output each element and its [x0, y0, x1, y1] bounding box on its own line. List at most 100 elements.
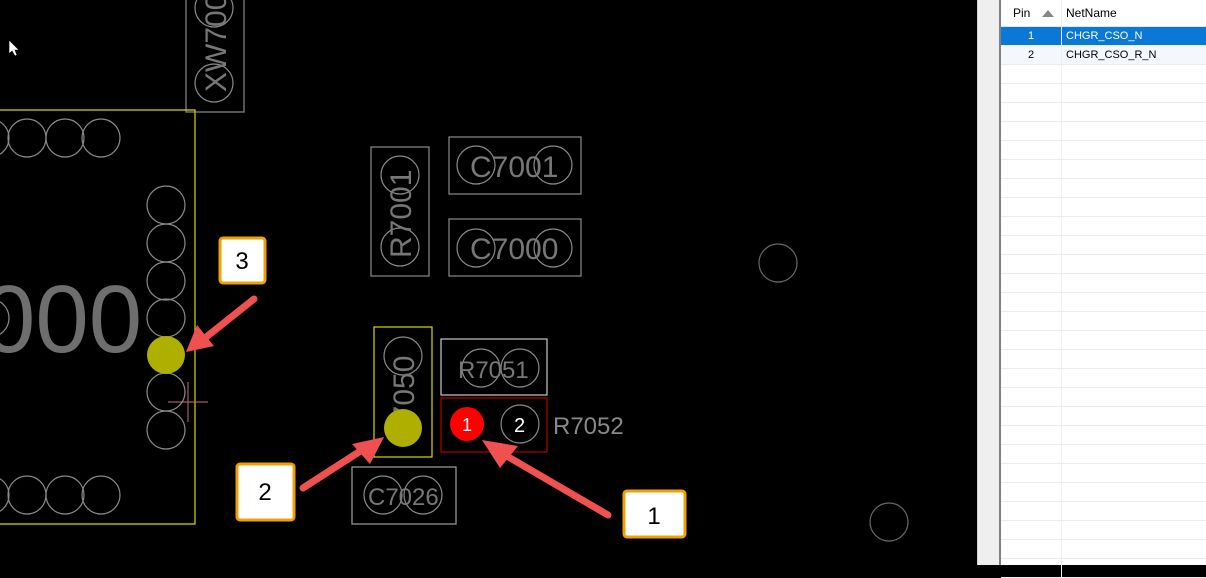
empty-rows: [1001, 65, 1206, 578]
callout-2: 2: [258, 479, 271, 506]
empty-row: [1001, 141, 1206, 160]
table-row[interactable]: 1 CHGR_CSO_N: [1001, 27, 1206, 46]
empty-row: [1001, 217, 1206, 236]
pad[interactable]: [146, 298, 186, 338]
pad[interactable]: [194, 63, 234, 103]
pad[interactable]: [146, 372, 186, 412]
empty-cell: [1062, 521, 1206, 539]
empty-cell: [1001, 521, 1062, 539]
pad[interactable]: [7, 475, 47, 515]
empty-cell: [1001, 160, 1062, 178]
empty-cell: [1062, 198, 1206, 216]
pad[interactable]: [533, 228, 573, 268]
empty-row: [1001, 198, 1206, 217]
column-header-pin[interactable]: Pin: [1001, 0, 1062, 26]
pad[interactable]: [456, 145, 496, 185]
column-pin-label: Pin: [1013, 6, 1031, 20]
arrow-1-head: [482, 440, 518, 468]
empty-row: [1001, 502, 1206, 521]
pad[interactable]: [81, 118, 121, 158]
empty-row: [1001, 350, 1206, 369]
selected-pad-r7052-pin1[interactable]: [450, 407, 484, 441]
pad[interactable]: [7, 118, 47, 158]
callout-2-box: [235, 462, 296, 522]
label-r7001: R7001: [385, 170, 418, 258]
pad[interactable]: [0, 476, 10, 514]
empty-row: [1001, 65, 1206, 84]
empty-cell: [1001, 464, 1062, 482]
component-xw7000-outline[interactable]: [185, 0, 245, 113]
empty-row: [1001, 445, 1206, 464]
pad[interactable]: [194, 0, 234, 28]
empty-cell: [1062, 350, 1206, 368]
column-header-netname[interactable]: NetName: [1066, 6, 1117, 20]
pad[interactable]: [81, 475, 121, 515]
empty-cell: [1062, 274, 1206, 292]
empty-row: [1001, 521, 1206, 540]
component-outline-highlight[interactable]: [0, 109, 196, 525]
pad[interactable]: [500, 404, 540, 444]
component-r7051-outline[interactable]: [440, 338, 548, 396]
empty-cell: [1001, 141, 1062, 159]
empty-cell: [1001, 445, 1062, 463]
empty-cell: [1001, 483, 1062, 501]
splitter[interactable]: [977, 0, 999, 565]
pad[interactable]: [363, 475, 403, 515]
table-row[interactable]: 2 CHGR_CSO_R_N: [1001, 46, 1206, 65]
empty-cell: [1062, 407, 1206, 425]
pad[interactable]: [456, 228, 496, 268]
pad[interactable]: [146, 261, 186, 301]
pad[interactable]: [403, 475, 443, 515]
empty-cell: [1062, 179, 1206, 197]
empty-row: [1001, 426, 1206, 445]
empty-row: [1001, 407, 1206, 426]
pad[interactable]: [461, 348, 501, 388]
component-c7026-outline[interactable]: [351, 466, 457, 525]
cell-netname: CHGR_CSO_R_N: [1066, 49, 1157, 61]
empty-cell: [1001, 217, 1062, 235]
empty-cell: [1001, 502, 1062, 520]
pad[interactable]: [45, 475, 85, 515]
highlighted-pad[interactable]: [147, 336, 185, 374]
pad[interactable]: [146, 410, 186, 450]
pad[interactable]: [533, 145, 573, 185]
component-c7001-outline[interactable]: [448, 136, 582, 195]
via[interactable]: [758, 243, 798, 283]
arrow-3: [201, 295, 258, 342]
callout-3-box: [218, 236, 267, 285]
callout-1: 1: [647, 503, 660, 530]
pcb-canvas[interactable]: 000 XW7000 R7001 C7001 C7000 C7050 R7051…: [0, 0, 977, 565]
pad[interactable]: [380, 227, 420, 267]
label-r7052: R7052: [553, 413, 624, 440]
pad[interactable]: [0, 119, 10, 157]
pad[interactable]: [383, 336, 423, 376]
component-c7000-outline[interactable]: [448, 218, 582, 277]
pad[interactable]: [380, 155, 420, 195]
empty-cell: [1062, 103, 1206, 121]
label-r7051: R7051: [458, 357, 529, 384]
pad[interactable]: [146, 185, 186, 225]
label-c7026: C7026: [368, 484, 439, 511]
via[interactable]: [869, 502, 909, 542]
empty-cell: [1062, 464, 1206, 482]
empty-cell: [1062, 369, 1206, 387]
component-r7001-outline[interactable]: [370, 146, 430, 277]
empty-row: [1001, 122, 1206, 141]
component-c7050-outline[interactable]: [373, 326, 433, 458]
label-c7000: C7000: [470, 233, 558, 266]
empty-cell: [1001, 426, 1062, 444]
empty-cell: [1001, 369, 1062, 387]
cell-pin: 1: [1001, 27, 1062, 45]
empty-cell: [1062, 331, 1206, 349]
empty-cell: [1001, 274, 1062, 292]
pad[interactable]: [0, 299, 10, 337]
empty-cell: [1062, 217, 1206, 235]
pad[interactable]: [146, 223, 186, 263]
highlighted-pad-c7050[interactable]: [384, 409, 422, 447]
empty-row: [1001, 293, 1206, 312]
empty-row: [1001, 274, 1206, 293]
big-component-label: 000: [0, 266, 142, 373]
pad[interactable]: [500, 348, 540, 388]
empty-cell: [1001, 350, 1062, 368]
pad[interactable]: [45, 118, 85, 158]
